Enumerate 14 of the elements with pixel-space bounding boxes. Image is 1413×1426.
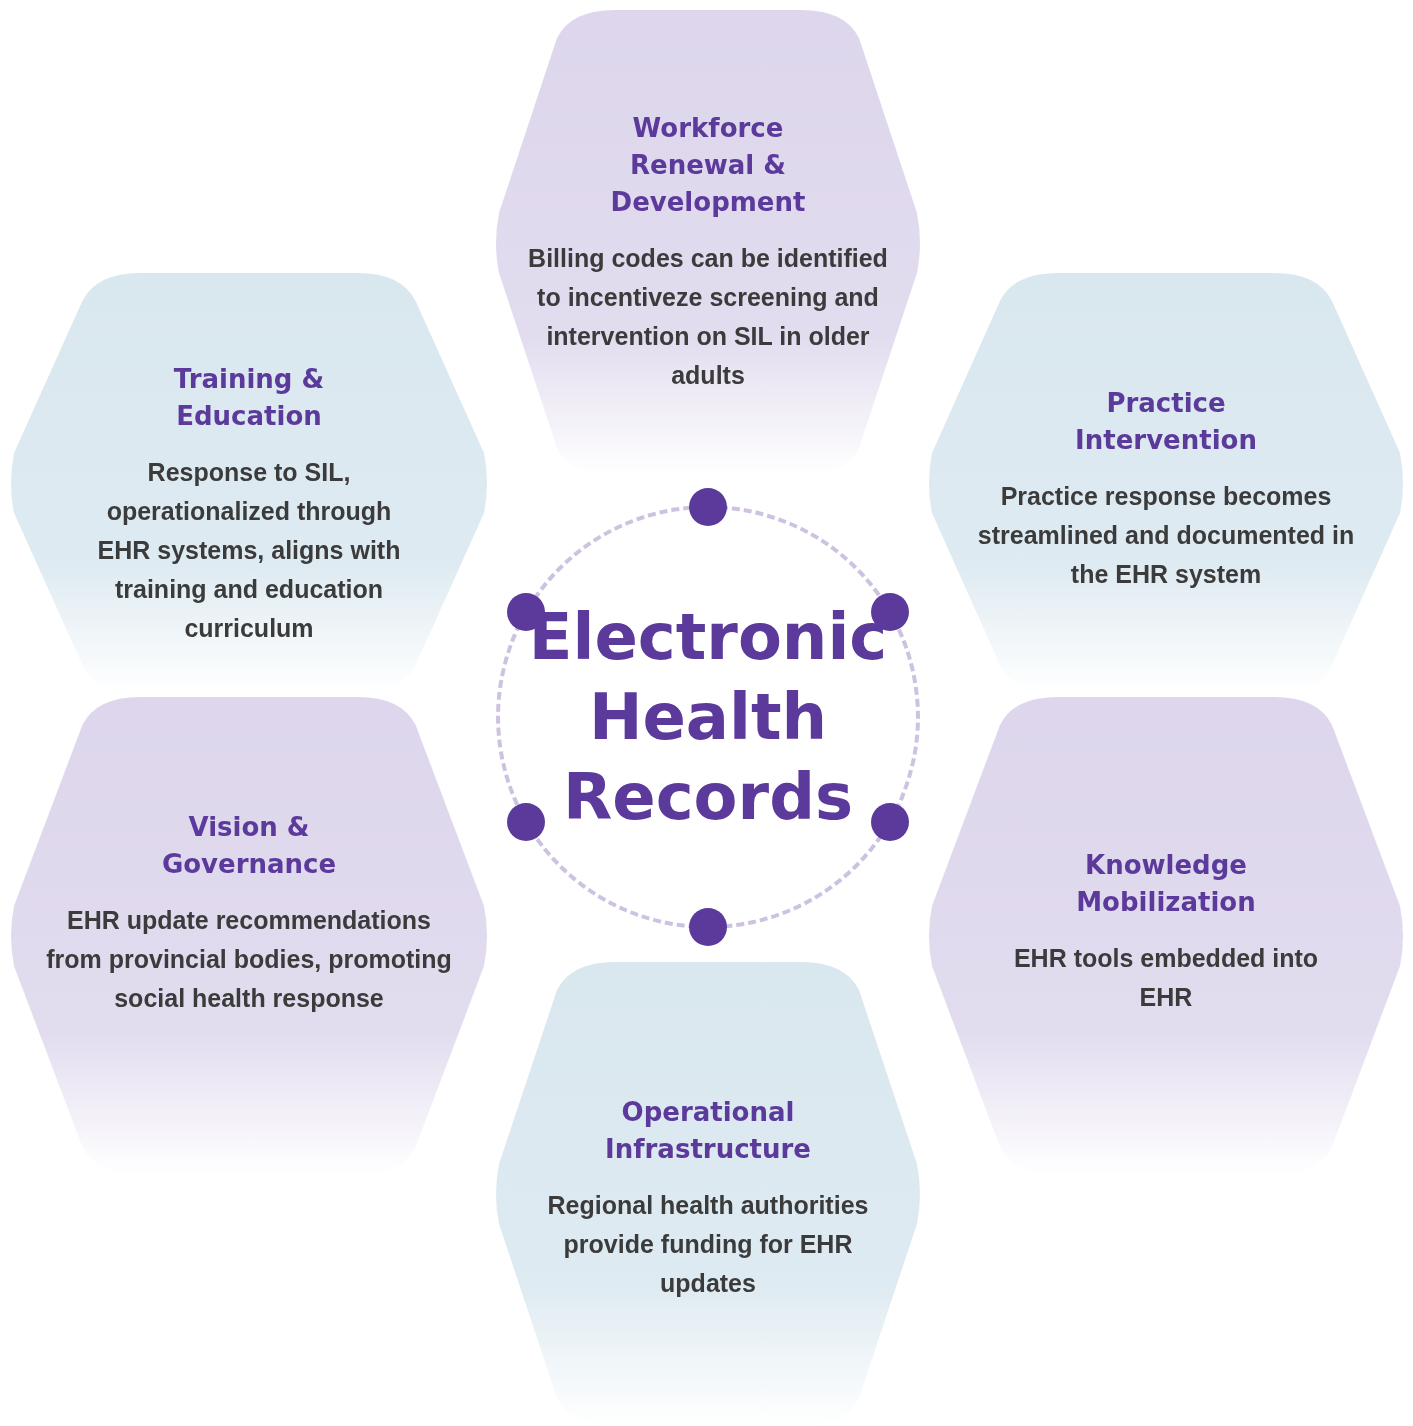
panel-heading: Vision & Governance — [160, 811, 338, 881]
panel-heading: Training & Education — [172, 363, 326, 433]
panel-description: Billing codes can be identified to incentiveze screening and intervention on SIL in older adults — [527, 243, 889, 391]
panel-description: EHR update recommendations from provincial bodies, promoting social health response — [45, 905, 453, 1014]
panel-heading: Operational Infrastructure — [604, 1096, 812, 1166]
panel-description: EHR tools embedded into EHR — [1012, 943, 1320, 1013]
dashed-circle — [496, 505, 920, 929]
panel-description: Practice response becomes streamlined and documented in the EHR system — [976, 481, 1356, 590]
panel-heading: Practice Intervention — [1074, 387, 1258, 457]
panel-heading: Workforce Renewal & Development — [609, 112, 807, 219]
panel-heading: Knowledge Mobilization — [1075, 849, 1257, 919]
center-title: Electronic Health Records — [528, 599, 888, 836]
panel-description: Regional health authorities provide funding for EHR updates — [546, 1190, 870, 1299]
panel-description: Response to SIL, operationalized through EHR systems, aligns with training and education curriculum — [96, 457, 402, 644]
